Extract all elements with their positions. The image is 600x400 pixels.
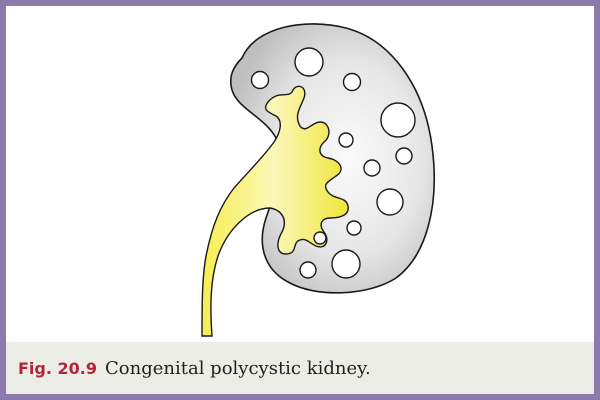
cyst (344, 74, 361, 91)
cyst (364, 160, 380, 176)
cyst (314, 232, 326, 244)
cyst (332, 250, 360, 278)
figure-caption-text: Congenital polycystic kidney. (105, 358, 371, 379)
cyst (339, 133, 353, 147)
figure-caption: Fig. 20.9 Congenital polycystic kidney. (6, 342, 594, 394)
cyst (300, 262, 316, 278)
cyst (381, 103, 415, 137)
cyst (347, 221, 361, 235)
figure-frame: Fig. 20.9 Congenital polycystic kidney. (6, 6, 594, 394)
cyst (396, 148, 412, 164)
figure-label: Fig. 20.9 (18, 359, 97, 378)
cyst (377, 189, 403, 215)
cyst (295, 48, 323, 76)
cyst (252, 72, 269, 89)
kidney-illustration (6, 6, 594, 342)
